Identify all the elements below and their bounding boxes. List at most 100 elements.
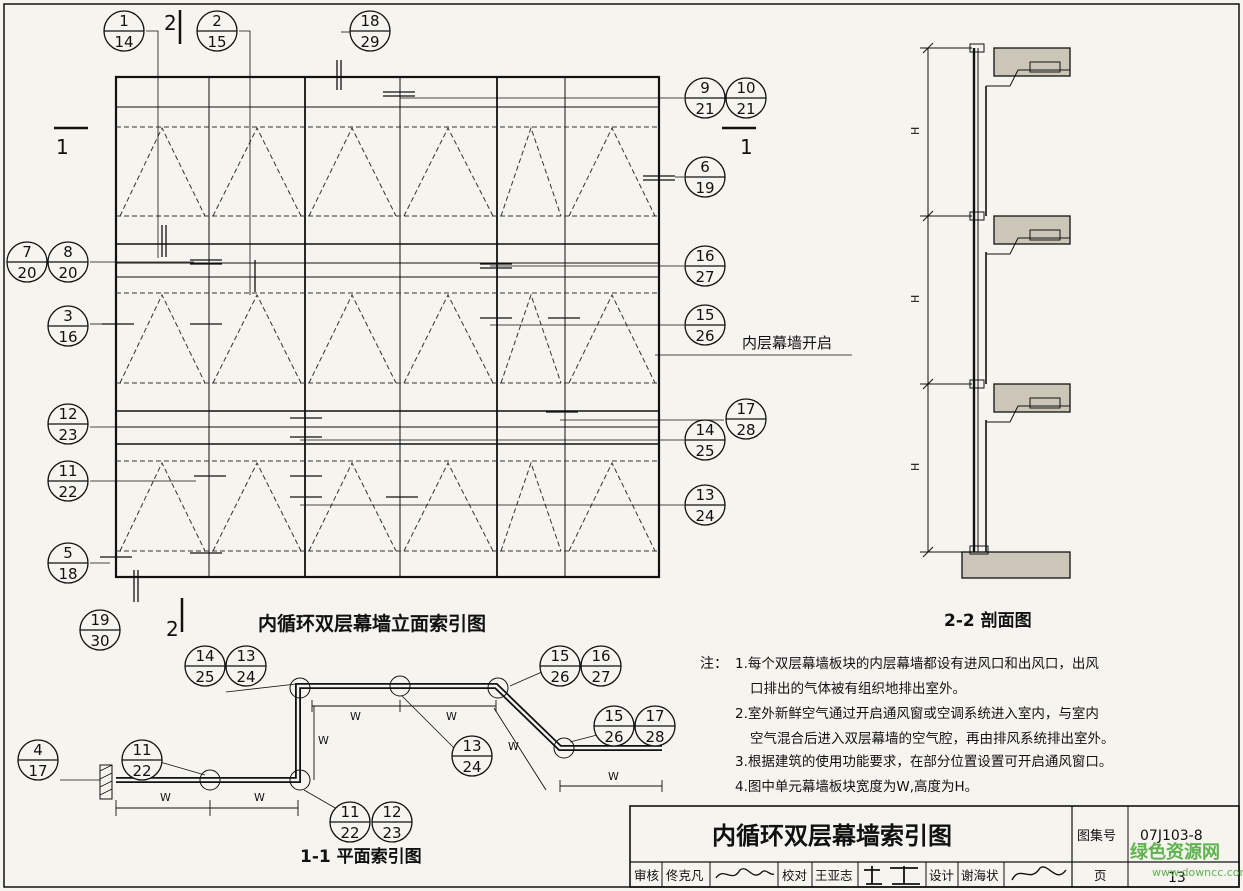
callout-top-number: 12	[58, 405, 77, 423]
callout-top-number: 13	[236, 647, 255, 665]
elevation-view: 内层幕墙开启 1 1 2 2 内循环双层幕墙立面索引图	[54, 10, 852, 641]
opening-dash-lines	[116, 126, 659, 552]
design-label: 设计	[929, 868, 954, 883]
callout-top-number: 11	[340, 803, 359, 821]
callout-bottom-number: 28	[645, 728, 664, 746]
page-number: 13	[1168, 870, 1186, 886]
watermark-url: www.downcc.com	[1152, 866, 1243, 879]
callout-bottom-number: 21	[695, 100, 714, 118]
callout-top-number: 15	[695, 306, 714, 324]
plan-dim-w: W	[318, 734, 329, 747]
callout-bottom-number: 16	[58, 328, 77, 346]
detail-callout: 215	[196, 10, 238, 52]
review-label: 审核	[634, 868, 660, 883]
elevation-frame	[114, 75, 661, 579]
callout-bottom-number: 15	[207, 33, 226, 51]
section-dim-h: H	[909, 295, 922, 303]
callout-bottom-number: 27	[591, 668, 610, 686]
section-mark-2-bottom: 2	[166, 617, 179, 641]
callout-top-number: 11	[132, 741, 151, 759]
reviewer-name: 佟克凡	[666, 868, 704, 883]
callout-bottom-number: 25	[695, 442, 714, 460]
drawing-title: 内循环双层幕墙索引图	[712, 822, 952, 850]
callout-bottom-number: 26	[695, 327, 714, 345]
plan-dim-w: W	[608, 770, 619, 783]
note-line: 4.图中单元幕墙板块宽度为W,高度为H。	[735, 778, 978, 795]
callout-top-number: 4	[33, 741, 43, 759]
checker-name: 王亚志	[815, 868, 853, 883]
elevation-title: 内循环双层幕墙立面索引图	[258, 612, 486, 635]
detail-callout: 518	[47, 542, 89, 584]
designer-name: 谢海状	[961, 868, 999, 883]
detail-callout: 820	[47, 241, 89, 283]
callout-bottom-number: 24	[695, 507, 714, 525]
callout-bottom-number: 29	[360, 33, 379, 51]
title-block: 内循环双层幕墙索引图 图集号 07J103-8 审核 佟克凡 校对 王亚志 设计…	[629, 805, 1240, 888]
atlas-number: 07J103-8	[1140, 828, 1203, 844]
notes-label: 注：	[700, 656, 728, 672]
detail-callout: 417	[17, 739, 59, 781]
detail-callout: 316	[47, 305, 89, 347]
index-ticks	[100, 60, 675, 602]
note-line: 2.室外新鲜空气通过开启通风窗或空调系统进入室内，与室内	[735, 705, 1099, 722]
callout-top-number: 15	[604, 707, 623, 725]
note-line: 3.根据建筑的使用功能要求，在部分位置设置可开启通风窗口。	[735, 753, 1112, 770]
detail-callout: 619	[684, 156, 726, 198]
notes-block: 注： 1.每个双层幕墙板块的内层幕墙都设有进风口和出风口，出风 口排出的气体被有…	[700, 656, 1115, 795]
callout-bottom-number: 26	[604, 728, 623, 746]
callout-bottom-number: 22	[58, 483, 77, 501]
callout-top-number: 11	[58, 462, 77, 480]
callout-top-number: 14	[195, 647, 214, 665]
detail-callout: 921	[684, 77, 726, 119]
callout-bottom-number: 20	[58, 264, 77, 282]
callout-layer: 1142151829921102161972082016273161526122…	[6, 10, 767, 843]
callout-bottom-number: 24	[236, 668, 255, 686]
callout-top-number: 10	[736, 79, 755, 97]
callout-bottom-number: 28	[736, 421, 755, 439]
section-mark-1-right: 1	[740, 135, 753, 159]
callout-bottom-number: 25	[195, 668, 214, 686]
callout-top-number: 2	[212, 12, 222, 30]
callout-top-number: 15	[550, 647, 569, 665]
callout-bottom-number: 22	[340, 824, 359, 842]
note-line: 1.每个双层幕墙板块的内层幕墙都设有进风口和出风口，出风	[735, 656, 1099, 672]
section-view: H H H 2-2 剖面图	[909, 42, 1071, 631]
leader-lines	[90, 30, 852, 564]
reviewer-signature	[715, 868, 775, 879]
designer-signature	[1011, 866, 1067, 881]
callout-bottom-number: 23	[382, 824, 401, 842]
plan-dim-w: W	[350, 710, 361, 723]
section-title: 2-2 剖面图	[944, 610, 1032, 631]
callout-bottom-number: 18	[58, 565, 77, 583]
callout-top-number: 9	[700, 79, 710, 97]
callout-top-number: 18	[360, 12, 379, 30]
section-mark-2-top: 2	[164, 11, 177, 35]
callout-top-number: 16	[591, 647, 610, 665]
plan-title: 1-1 平面索引图	[300, 846, 422, 867]
plan-dim-w: W	[254, 791, 265, 804]
callout-bottom-number: 22	[132, 762, 151, 780]
callout-top-number: 19	[90, 611, 109, 629]
page-label: 页	[1094, 868, 1107, 883]
plan-dim-w: W	[446, 710, 457, 723]
check-label: 校对	[782, 868, 807, 883]
section-dim-h: H	[909, 463, 922, 471]
callout-top-number: 5	[63, 544, 73, 562]
callout-bottom-number: 27	[695, 268, 714, 286]
